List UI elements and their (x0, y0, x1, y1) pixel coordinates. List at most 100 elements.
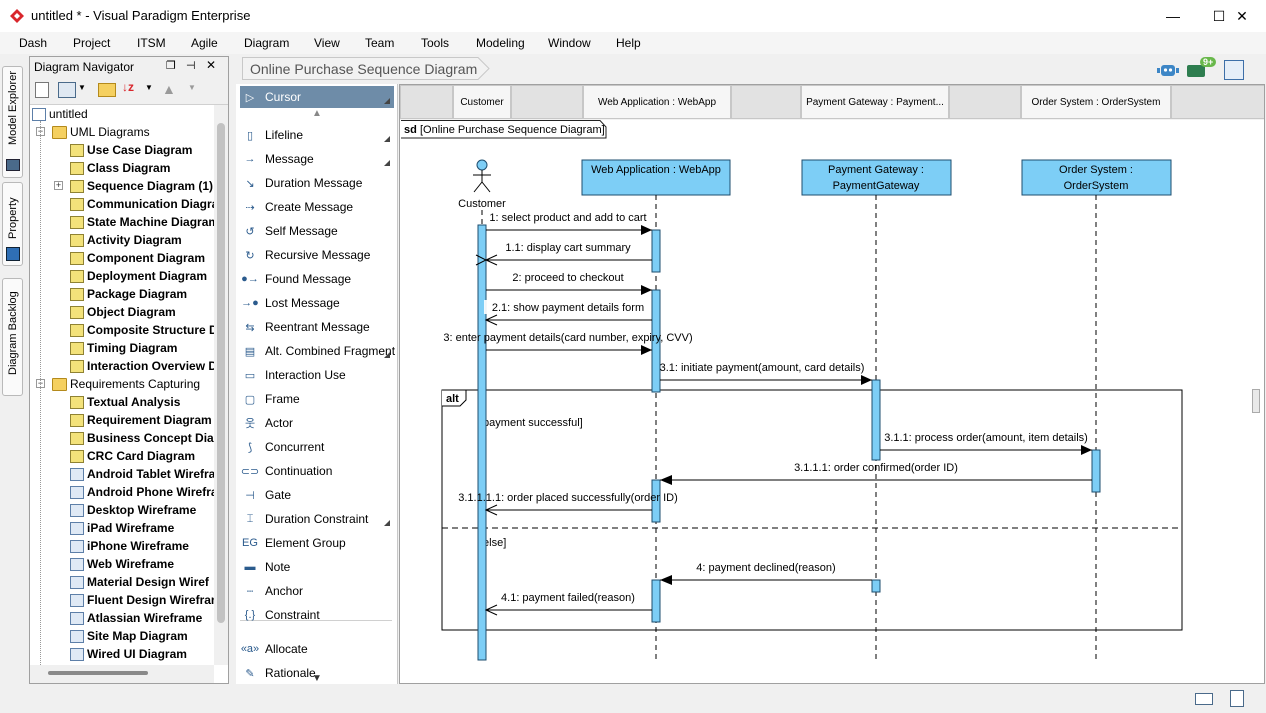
palette-item-cursor[interactable]: ▷Cursor (240, 86, 394, 108)
lifeline-order-system[interactable]: Order System : OrderSystem (1021, 159, 1172, 196)
palette-item-self-message[interactable]: ↺Self Message (240, 220, 394, 242)
palette-item-lost-message[interactable]: →●Lost Message (240, 292, 394, 314)
tree-item[interactable]: State Machine Diagram (70, 213, 214, 231)
tab-diagram-backlog[interactable]: Diagram Backlog (2, 278, 23, 396)
close-button[interactable]: ✕ (1236, 7, 1248, 24)
expand-icon[interactable]: + (54, 180, 63, 190)
menu-window[interactable]: Window (548, 36, 591, 50)
lifeline-header-webapp[interactable]: Web Application : WebApp (583, 85, 731, 119)
tree-item[interactable]: Deployment Diagram (70, 267, 207, 285)
tree-item[interactable]: iPhone Wireframe (70, 537, 189, 555)
close-panel-icon[interactable]: ✕ (206, 58, 217, 72)
breadcrumb-diagram-name[interactable]: Online Purchase Sequence Diagram (250, 61, 478, 77)
payment-gateway-activation[interactable] (871, 579, 881, 593)
tree-item[interactable]: iPad Wireframe (70, 519, 174, 537)
diagram-canvas[interactable]: Customer Web Application : WebApp Paymen… (399, 84, 1265, 684)
view-options-dropdown-icon[interactable]: ▼ (78, 83, 86, 92)
sort-dropdown-icon[interactable]: ▼ (145, 83, 153, 92)
maximize-button[interactable]: ☐ (1212, 7, 1226, 24)
tab-property[interactable]: Property (2, 182, 23, 266)
canvas-resize-handle[interactable] (1252, 389, 1260, 413)
tree-item[interactable]: Object Diagram (70, 303, 176, 321)
tree-item[interactable]: Atlassian Wireframe (70, 609, 202, 627)
palette-item-gate[interactable]: ⊣Gate (240, 484, 394, 506)
palette-item-message[interactable]: →Message (240, 148, 394, 170)
lifeline-header-order-system[interactable]: Order System : OrderSystem (1021, 85, 1171, 119)
menu-dash[interactable]: Dash (19, 36, 48, 50)
tree-item[interactable]: Component Diagram (70, 249, 205, 267)
restore-panel-icon[interactable]: ❐ (166, 60, 176, 72)
message-3-1-1-1[interactable]: 3.1.1.1: order confirmed(order ID) (660, 462, 1092, 485)
message-3[interactable]: 3: enter payment details(card number, ex… (443, 332, 693, 355)
message-4-1[interactable]: 4.1: payment failed(reason) (484, 592, 652, 616)
palette-scroll-down-icon[interactable]: ▼ (312, 673, 322, 684)
lifeline-webapp[interactable]: Web Application : WebApp (581, 159, 731, 196)
tree-item[interactable]: Use Case Diagram (70, 141, 192, 159)
more-options-icon[interactable] (384, 352, 390, 358)
palette-item-anchor[interactable]: ┄Anchor (240, 580, 394, 602)
palette-item-allocate[interactable]: «a»Allocate (240, 638, 394, 660)
message-1[interactable]: 1: select product and add to cart (486, 212, 652, 235)
alt-combined-fragment[interactable]: alt [payment successful] [else] (441, 389, 1183, 631)
palette-item-duration-constraint[interactable]: ⌶Duration Constraint (240, 508, 394, 530)
sort-icon[interactable]: ↓z (122, 80, 134, 94)
message-3-1[interactable]: 3.1: initiate payment(amount, card detai… (660, 362, 872, 385)
more-options-icon[interactable] (384, 98, 390, 104)
new-diagram-icon[interactable] (35, 82, 49, 98)
palette-item-recursive-message[interactable]: ↻Recursive Message (240, 244, 394, 266)
palette-item-reentrant-message[interactable]: ⇆Reentrant Message (240, 316, 394, 338)
more-options-icon[interactable] (384, 520, 390, 526)
palette-scroll-up-icon[interactable]: ▲ (312, 108, 322, 119)
tree-item[interactable]: Sequence Diagram (1) (70, 177, 213, 195)
navigator-vertical-scrollbar[interactable] (214, 105, 228, 665)
message-2[interactable]: 2: proceed to checkout (486, 272, 652, 295)
palette-item-alt-combined-fragment[interactable]: ▤Alt. Combined Fragment (240, 340, 395, 362)
tree-item[interactable]: Android Phone Wirefra (70, 483, 214, 501)
palette-item-concurrent[interactable]: ⟆Concurrent (240, 436, 394, 458)
tree-item[interactable]: Web Wireframe (70, 555, 174, 573)
order-system-activation[interactable] (1091, 449, 1101, 493)
menu-tools[interactable]: Tools (421, 36, 450, 50)
tree-item[interactable]: Android Tablet Wirefra (70, 465, 214, 483)
message-3-1-1-1-1[interactable]: 3.1.1.1.1: order placed successfully(ord… (458, 492, 678, 516)
vertical-scroll-thumb[interactable] (217, 123, 225, 623)
horizontal-scroll-thumb[interactable] (48, 671, 148, 675)
tree-item[interactable]: Textual Analysis (70, 393, 180, 411)
more-options-icon[interactable] (384, 160, 390, 166)
robot-assistant-icon[interactable] (1156, 60, 1180, 80)
message-2-1[interactable]: 2.1: show payment details form (484, 300, 652, 326)
notification-icon[interactable] (1186, 59, 1214, 79)
view-options-icon[interactable] (58, 82, 76, 98)
up-arrow-icon[interactable]: ▲ (162, 81, 176, 97)
webapp-activation[interactable] (651, 479, 661, 523)
message-mail-icon[interactable] (1195, 693, 1213, 705)
tree-item[interactable]: untitled (32, 105, 88, 123)
menu-help[interactable]: Help (616, 36, 641, 50)
tab-model-explorer[interactable]: Model Explorer (2, 66, 23, 178)
more-options-icon[interactable] (384, 136, 390, 142)
tree-item[interactable]: Business Concept Diag (70, 429, 214, 447)
edit-document-icon[interactable] (1230, 690, 1244, 707)
message-4[interactable]: 4: payment declined(reason) (660, 562, 872, 585)
tree-item[interactable]: Activity Diagram (70, 231, 182, 249)
palette-item-continuation[interactable]: ⊂⊃Continuation (240, 460, 394, 482)
tree-item[interactable]: Requirements Capturing (52, 375, 200, 393)
tree-item[interactable]: CRC Card Diagram (70, 447, 195, 465)
message-1-1[interactable]: 1.1: display cart summary (486, 242, 652, 266)
up-dropdown-icon[interactable]: ▼ (188, 83, 196, 92)
tree-item[interactable]: Fluent Design Wirefran (70, 591, 214, 609)
tree-item[interactable]: UML Diagrams (52, 123, 150, 141)
tree-item[interactable]: Timing Diagram (70, 339, 177, 357)
palette-item-duration-message[interactable]: ↘Duration Message (240, 172, 394, 194)
menu-diagram[interactable]: Diagram (244, 36, 290, 50)
tree-item[interactable]: Site Map Diagram (70, 627, 188, 645)
menu-project[interactable]: Project (73, 36, 111, 50)
menu-view[interactable]: View (314, 36, 340, 50)
tree-item[interactable]: Material Design Wiref (70, 573, 209, 591)
tree-item[interactable]: Composite Structure D (70, 321, 214, 339)
open-folder-icon[interactable] (98, 83, 116, 97)
webapp-activation[interactable] (651, 579, 661, 623)
palette-item-lifeline[interactable]: ▯Lifeline (240, 124, 394, 146)
